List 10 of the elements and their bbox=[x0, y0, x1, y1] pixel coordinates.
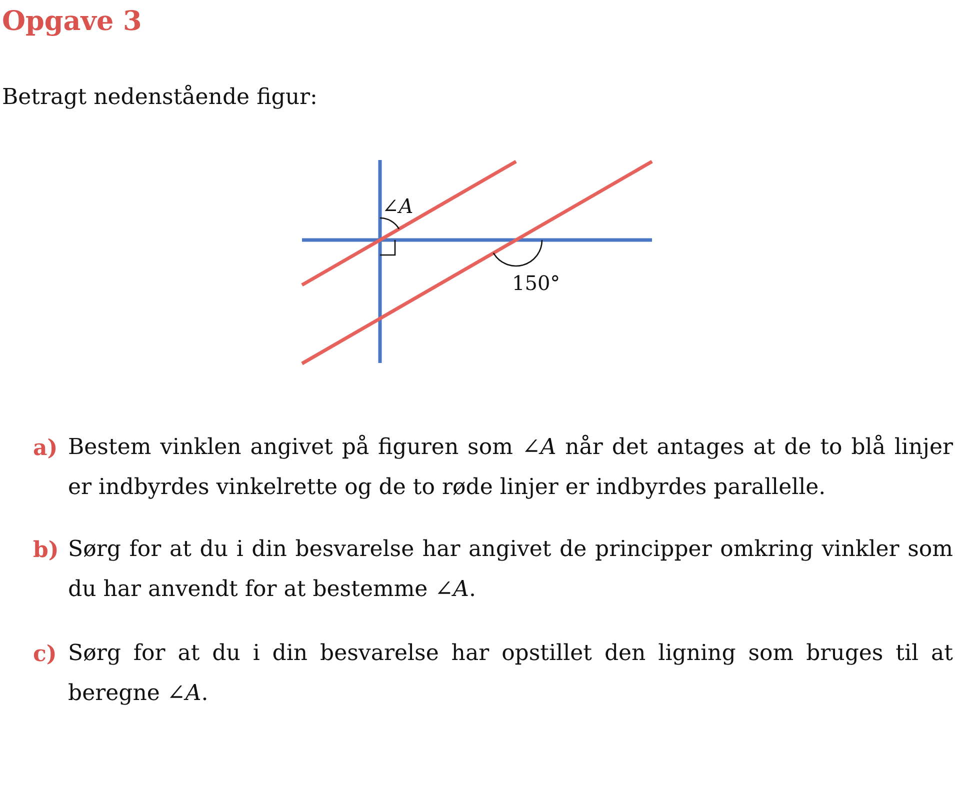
heading: Opgave 3 bbox=[2, 5, 142, 39]
item-marker: c) bbox=[33, 640, 58, 669]
question-text: Sørg for at du i din besvarelse har opstillet den ligning som bruges til at beregne ∠A. bbox=[68, 640, 953, 708]
angle-label: 150° bbox=[512, 270, 562, 297]
question-text: Sørg for at du i din besvarelse har angivet de principper omkring vinkler som du har anvendt for at bestemme ∠A. bbox=[68, 536, 953, 604]
item-marker: a) bbox=[33, 434, 59, 463]
angle-label: ∠A bbox=[382, 194, 414, 218]
question-text: Bestem vinklen angivet på figuren som ∠A når det antages at de to blå linjer er indbyrdes vinkelrette og de to røde linjer er indbyrdes parallelle. bbox=[68, 434, 953, 502]
item-marker: b) bbox=[33, 536, 60, 565]
intro-text: Betragt nedenstående figur: bbox=[2, 84, 318, 112]
